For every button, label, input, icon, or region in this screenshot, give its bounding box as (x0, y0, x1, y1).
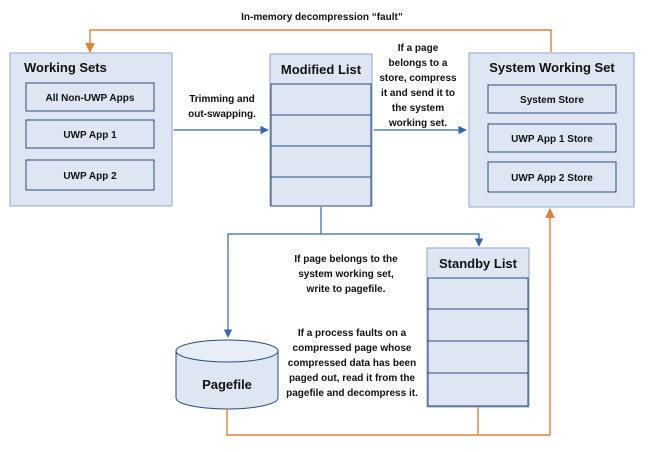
fault-compressed-annotation-line-4: paged out, read it from the (289, 373, 416, 384)
standby-list-slot (427, 277, 529, 310)
standby-list-slot (427, 340, 529, 374)
modified-list-title: Modified List (281, 62, 362, 77)
working-set-non-uwp-label: All Non-UWP Apps (46, 93, 135, 104)
working-set-uwp-app-1-label: UWP App 1 (63, 130, 117, 141)
working-set-uwp-app-1 (25, 119, 155, 149)
modified-to-pagefile-arrow (223, 207, 322, 338)
compress-annotation-line-3: store, compress (379, 73, 457, 84)
system-working-set-title: System Working Set (489, 60, 615, 75)
compress-annotation-line-1: If a page (398, 43, 439, 54)
trimming-annotation-line-2: out-swapping. (188, 109, 256, 120)
pagefile-write-annotation-line-3: write to pagefile. (306, 284, 386, 295)
system-store (487, 84, 617, 114)
compress-annotation-line-5: the system (392, 103, 444, 114)
system-store-label: System Store (520, 95, 584, 106)
compress-annotation-line-6: working set. (388, 118, 448, 129)
fault-compressed-annotation-line-2: compressed page whose (293, 343, 412, 354)
working-set-uwp-app-2 (25, 159, 155, 191)
uwp-app-1-store-label: UWP App 1 Store (511, 134, 593, 145)
modified-list: Modified List (269, 53, 373, 207)
modified-list-slot (270, 145, 372, 178)
pagefile-write-annotation-line-2: system working set, (298, 269, 394, 280)
standby-list-slot (427, 372, 529, 407)
fault-annotation: In-memory decompression “fault” (241, 12, 403, 23)
trimming-annotation-line-1: Trimming and (189, 94, 255, 105)
modified-to-standby-arrow (321, 233, 484, 247)
working-set-non-uwp (25, 82, 155, 112)
working-sets-title: Working Sets (24, 60, 107, 75)
fault-compressed-annotation-line-5: pagefile and decompress it. (286, 388, 418, 399)
standby-list-title: Standby List (439, 256, 518, 271)
working-set-uwp-app-2-label: UWP App 2 (63, 171, 117, 182)
pagefile-title: Pagefile (202, 377, 252, 392)
pagefile-readback-line (226, 208, 555, 436)
working-sets-panel: Working Sets All Non-UWP Apps UWP App 1 … (9, 52, 173, 207)
standby-list-slot (427, 308, 529, 342)
modified-list-slot (270, 114, 372, 147)
uwp-app-2-store-label: UWP App 2 Store (511, 173, 593, 184)
system-working-set-panel: System Working Set System Store UWP App … (468, 52, 635, 208)
fault-compressed-annotation-line-1: If a process faults on a (298, 328, 407, 339)
fault-compressed-annotation-line-3: compressed data has been (288, 358, 416, 369)
uwp-app-1-store (487, 123, 617, 153)
fault-return-line (85, 29, 552, 53)
compress-annotation-line-2: belongs to a (389, 58, 448, 69)
compress-annotation-line-4: it and send it to (381, 88, 455, 99)
pagefile-cylinder: Pagefile (175, 339, 279, 410)
standby-list: Standby List (426, 247, 530, 408)
modified-list-slot (270, 176, 372, 207)
uwp-app-2-store (487, 161, 617, 193)
pagefile-write-annotation-line-1: If page belongs to the (294, 254, 398, 265)
modified-list-slot (270, 83, 372, 116)
